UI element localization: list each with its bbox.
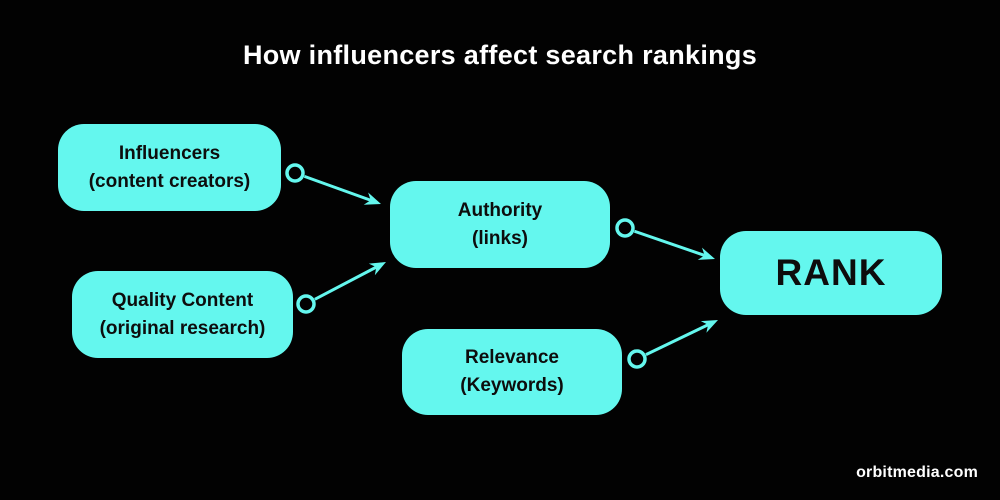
arrowhead-icon [700, 320, 718, 333]
connector-tail-circle-icon [285, 163, 305, 183]
node-rank: RANK [720, 231, 942, 315]
connector-authority-to-rank [615, 218, 715, 260]
node-authority-line1: Authority [457, 199, 543, 221]
connector-tail-circle-icon [296, 294, 316, 314]
node-quality-line2: (original research) [99, 317, 266, 339]
node-quality-content: Quality Content (original research) [72, 271, 293, 358]
connector-line [303, 174, 372, 202]
node-relevance-line1: Relevance [464, 347, 559, 369]
node-authority-line2: (links) [472, 227, 528, 249]
connector-influencers-to-authority [285, 163, 381, 205]
arrowhead-icon [368, 262, 386, 276]
connector-line [633, 229, 706, 257]
node-rank-label: RANK [775, 252, 887, 294]
connector-line [645, 323, 709, 357]
connector-relevance-to-rank [627, 320, 718, 369]
connector-tail-circle-icon [615, 218, 635, 238]
page-title: How influencers affect search rankings [242, 40, 758, 70]
arrowhead-icon [363, 192, 381, 205]
node-relevance: Relevance (Keywords) [402, 329, 622, 415]
node-influencers-line1: Influencers [118, 142, 221, 164]
node-quality-line1: Quality Content [111, 289, 254, 311]
node-influencers: Influencers (content creators) [58, 124, 281, 211]
node-authority: Authority (links) [390, 181, 610, 268]
connector-line [314, 265, 377, 301]
site-attribution: orbitmedia.com [856, 464, 978, 481]
connector-tail-circle-icon [627, 349, 647, 369]
connector-quality-to-authority [296, 262, 386, 314]
node-relevance-line2: (Keywords) [460, 375, 564, 396]
arrowhead-icon [697, 247, 715, 260]
node-influencers-line2: (content creators) [88, 170, 251, 192]
